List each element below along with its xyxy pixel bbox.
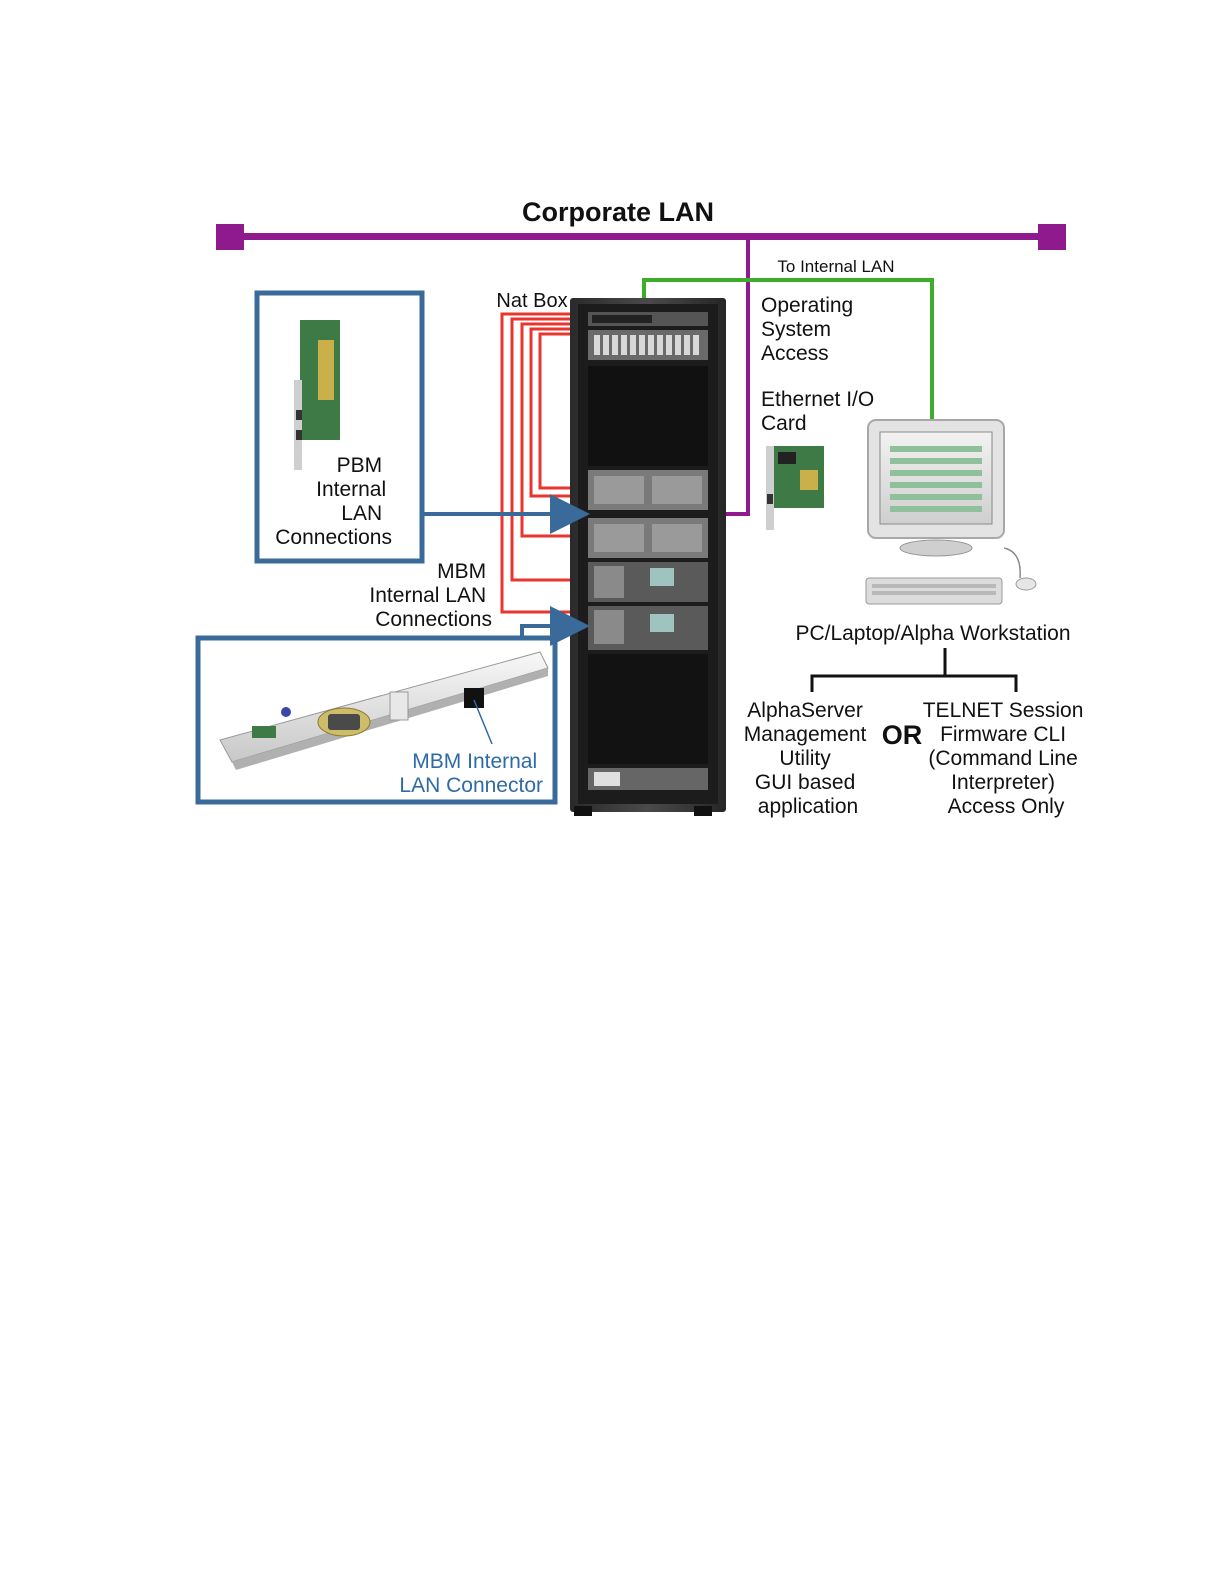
- mbm-connector-label: MBM Internal LAN Connector: [399, 750, 543, 797]
- corporate-lan-bus: [216, 224, 1066, 250]
- nat-box-label: Nat Box: [496, 290, 567, 312]
- server-rack-icon: [570, 298, 726, 816]
- access-branch-line: [810, 648, 1018, 692]
- pbm-connections-label: PBM Internal LAN Connections: [275, 454, 392, 549]
- os-access-label: Operating System Access: [761, 294, 859, 365]
- pbm-callout-box: [254, 290, 425, 564]
- alphaserver-utility-label: AlphaServer Management Utility GUI based…: [744, 699, 872, 818]
- connector-plate-icon: [219, 651, 549, 770]
- to-internal-lan-label: To Internal LAN: [777, 257, 894, 276]
- workstation-icon: [865, 419, 1037, 605]
- mbm-connections-label: MBM Internal LAN Connections: [369, 560, 492, 631]
- ethernet-io-card-label: Ethernet I/O Card: [761, 388, 880, 435]
- nat-box-links: [500, 312, 586, 614]
- mbm-arrow: [520, 606, 590, 646]
- workstation-label: PC/Laptop/Alpha Workstation: [795, 622, 1070, 645]
- corporate-lan-title: Corporate LAN: [522, 197, 714, 227]
- telnet-session-label: TELNET Session Firmware CLI (Command Lin…: [923, 699, 1090, 818]
- pci-card-icon: [766, 446, 824, 530]
- or-label: OR: [882, 720, 923, 750]
- pbm-pci-card-icon: [294, 320, 340, 470]
- mbm-callout-box: [195, 635, 558, 805]
